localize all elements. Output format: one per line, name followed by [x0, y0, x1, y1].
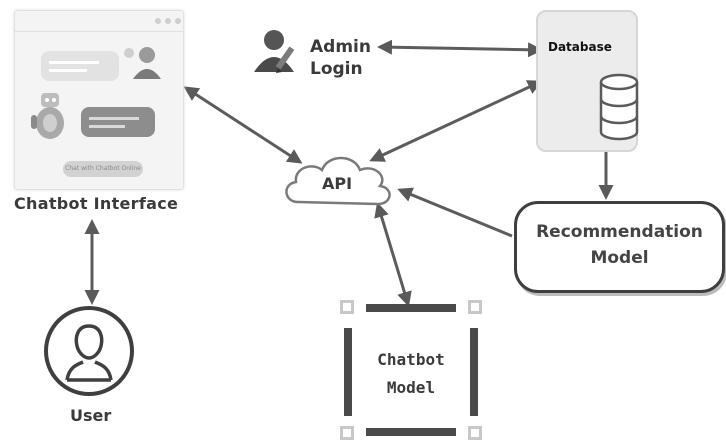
database-cylinder-icon	[599, 73, 639, 141]
person-avatar-icon	[124, 47, 161, 79]
chatbot-model-label-line2: Model	[386, 378, 436, 397]
admin-label-line1: Admin	[310, 37, 371, 57]
recommendation-label-line1: Recommendation	[536, 222, 703, 242]
arrow-api-chatbot-model	[374, 202, 412, 307]
chat-bubble	[41, 51, 119, 81]
database-label: Database	[548, 40, 612, 54]
window-dot	[165, 18, 171, 24]
chatbot-model-frame: Chatbot Model	[336, 298, 486, 440]
window-dot	[155, 18, 161, 24]
arrow-recommendation-api	[397, 187, 513, 238]
arrow-api-database	[369, 80, 543, 162]
robot-icon	[31, 93, 64, 139]
api-label: API	[322, 174, 353, 193]
user-circle	[44, 306, 134, 396]
user-icon	[65, 324, 113, 382]
chatbot-interface-label: Chatbot Interface	[14, 194, 179, 213]
window-dot	[175, 18, 181, 24]
admin-label-line2: Login	[310, 59, 363, 79]
arrow-interface-api	[183, 86, 303, 164]
api-cloud-icon	[285, 156, 391, 206]
admin-label: Admin Login	[310, 36, 371, 80]
chatbot-model-label-line1: Chatbot	[377, 350, 445, 369]
chat-bubble	[81, 107, 155, 137]
frame-corner	[340, 426, 354, 440]
user-label: User	[70, 406, 112, 425]
recommendation-label-line2: Model	[590, 248, 649, 268]
frame-corner	[468, 426, 482, 440]
recommendation-model-box: Recommendation Model	[514, 201, 725, 293]
chatbot-interface-window: Chat with Chatbot Online	[14, 10, 184, 190]
frame-corner	[468, 300, 482, 314]
chat-online-button: Chat with Chatbot Online	[63, 161, 143, 177]
frame-corner	[340, 300, 354, 314]
arrow-admin-database	[377, 39, 543, 58]
admin-user-icon	[254, 30, 295, 73]
